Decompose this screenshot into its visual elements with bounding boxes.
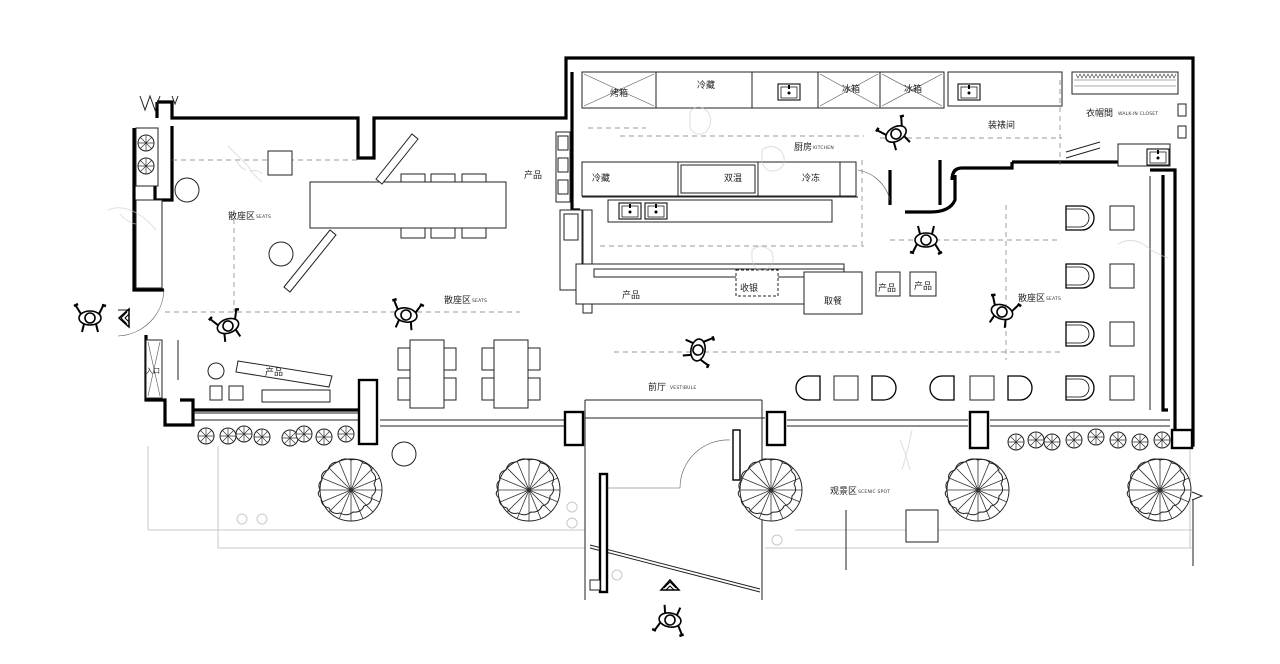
left-entrance: 入口 (117, 127, 179, 399)
person-icon (206, 306, 250, 346)
shrub-icon (253, 428, 271, 446)
seats-left-label: 散座区 (228, 210, 255, 222)
sink-icon (1146, 148, 1170, 166)
sink-icon (644, 202, 668, 220)
seats-left-en-label: SEATS (256, 214, 271, 220)
cold-storage-top-label: 冷藏 (697, 79, 715, 91)
planting (197, 425, 1192, 522)
pickup-label: 取餐 (824, 295, 842, 307)
shrub-icon (281, 429, 299, 447)
right-seating-area: 散座区 SEATS (795, 176, 1151, 410)
product-top-label: 产品 (524, 169, 542, 181)
vestibule-label: 前厅 (648, 381, 666, 393)
fridge-2-label: 冰箱 (904, 83, 922, 95)
seats-right-label: 散座区 (1018, 292, 1045, 304)
left-seating-area: 散座区 SEATS 散座区 SEATS 产品 (165, 133, 541, 467)
shrub-icon (1007, 433, 1025, 451)
shrub-icon (1027, 431, 1045, 449)
entrance-arrow-icon (660, 579, 680, 591)
left-entry-label: 入口 (146, 367, 160, 375)
oven-label: 烤箱 (610, 87, 628, 99)
sink-icon (618, 202, 642, 220)
product-counter-label: 产品 (622, 289, 640, 301)
shrub-icon (197, 427, 215, 445)
sink-icon (957, 83, 981, 101)
shrub-icon (235, 425, 253, 443)
tree-icon (495, 458, 561, 522)
booth-seat (1065, 321, 1095, 347)
fridge-1-label: 冰箱 (842, 83, 860, 95)
tree-icon (1126, 458, 1192, 522)
double-temp-label: 双温 (724, 173, 742, 184)
freezer-label: 冷冻 (802, 172, 820, 184)
person-icon (980, 292, 1024, 332)
planter-icon (137, 134, 155, 152)
product-box1-label: 产品 (878, 282, 896, 294)
walk-in-closet: 衣帽間 WALK-IN CLOSET (1065, 71, 1187, 167)
shrub-icon (1043, 433, 1061, 451)
seats-center-en-label: SEATS (472, 298, 487, 304)
cloakroom-en-label: WALK-IN CLOSET (1118, 111, 1158, 117)
seats-center-label: 散座区 (444, 294, 471, 306)
person-icon (873, 112, 919, 156)
shrub-icon (1087, 428, 1105, 446)
scenic-spot: 观景区 SCENIC SPOT (830, 486, 939, 570)
ghost-figures (107, 106, 1169, 471)
window-line (193, 412, 1170, 427)
kitchen-en-label: KITCHEN (813, 145, 834, 151)
shrub-icon (1109, 431, 1127, 449)
seats-right-en-label: SEATS (1046, 296, 1061, 302)
planter-icon (137, 157, 155, 175)
person-icon (680, 330, 716, 370)
cold-storage-label: 冷藏 (592, 172, 610, 184)
service-counter: 产品 收银 取餐 产品 产品 (575, 263, 1060, 353)
person-icon (386, 297, 426, 333)
kitchen: 烤箱 冷藏 冰箱 冰箱 装裱间 厨房 KITCHEN 冷藏 双温 冷冻 (581, 71, 1063, 247)
cashier-label: 收银 (740, 282, 758, 294)
cloakroom-label: 衣帽間 (1086, 107, 1113, 119)
tree-icon (317, 458, 383, 522)
shrub-icon (295, 425, 313, 443)
shrub-icon (1153, 431, 1171, 449)
booth-seat (1065, 375, 1095, 401)
landscape-outline (147, 432, 1192, 581)
shrub-icon (337, 425, 355, 443)
shrub-icon (1065, 431, 1083, 449)
shrub-icon (219, 427, 237, 445)
person-icon (72, 302, 108, 334)
scenic-spot-en-label: SCENIC SPOT (858, 489, 890, 495)
vestibule-en-label: VESTIBULE (670, 385, 696, 391)
product-box2-label: 产品 (914, 280, 932, 292)
sink-icon (777, 83, 801, 101)
structural-columns (357, 378, 1194, 450)
tree-icon (944, 458, 1010, 522)
product-left-label: 产品 (265, 366, 283, 378)
vestibule: 前厅 VESTIBULE (584, 381, 763, 600)
entrance-arrow-icon (118, 308, 130, 328)
shrub-icon (1131, 433, 1149, 451)
booth-seat (1065, 205, 1095, 231)
scenic-spot-label: 观景区 (830, 486, 857, 497)
tree-icon (737, 458, 803, 522)
booth-seat (1065, 263, 1095, 289)
shrub-icon (315, 428, 333, 446)
dressing-room-label: 装裱间 (988, 119, 1015, 131)
kitchen-label: 厨房 (794, 141, 812, 153)
person-icon (908, 224, 944, 256)
person-icon (650, 602, 690, 638)
